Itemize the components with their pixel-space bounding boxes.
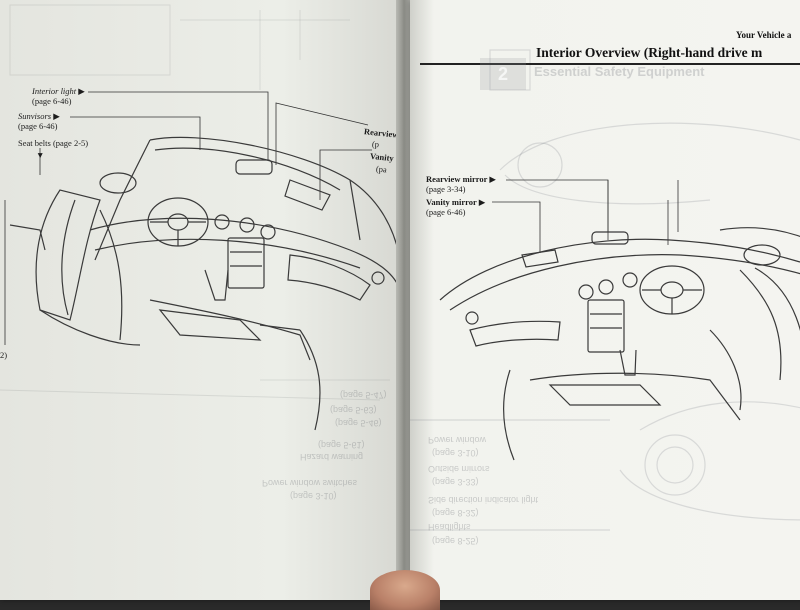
book-gutter: [396, 0, 414, 600]
ghost-text: Side direction indicator light: [428, 495, 539, 505]
ghost-text: (page 8-25): [432, 536, 479, 546]
page-title: Interior Overview (Right-hand drive m: [536, 45, 763, 60]
ghost-text: (page 3-10): [432, 448, 479, 458]
ghost-text: Outside mirrors: [428, 464, 490, 474]
left-interior-illustration: [0, 4, 401, 431]
label-sunvisors: Sunvisors ▶: [18, 111, 60, 121]
label-vanity-mirror-page: (page 6-46): [426, 207, 466, 217]
label-rearview-mirror: Rearview mirror ▶: [426, 174, 496, 184]
ghost-text: Hazard warning: [300, 452, 364, 462]
ghost-text: (page 3-33): [432, 477, 479, 487]
label-interior-light: Interior light ▶: [32, 86, 85, 96]
ghost-text: (page 5-61): [318, 440, 365, 450]
ghost-text: (page 5-47): [340, 390, 387, 400]
ghost-text: (page 3-10): [290, 491, 337, 501]
bleed-through-heading: Essential Safety Equipment: [534, 64, 705, 79]
right-page: Your Vehicle a Interior Overview (Right-…: [410, 0, 800, 600]
label-rearview-page-partial: (p: [371, 138, 380, 150]
ghost-text: Headlights: [428, 522, 471, 532]
ghost-text: (page 5-63): [330, 405, 377, 415]
ghost-text: (page 8-32): [432, 508, 479, 518]
label-rearview-mirror-page: (page 3-34): [426, 184, 466, 194]
seat-belts-arrow-icon: ▼: [36, 150, 45, 160]
page-header: Your Vehicle a: [736, 30, 792, 40]
chapter-number-badge: 2: [480, 58, 526, 90]
left-page: Interior light ▶ (page 6-46) Sunvisors ▶…: [0, 0, 402, 600]
label-vanity-mirror: Vanity mirror ▶: [426, 197, 486, 207]
label-seat-belts: Seat belts (page 2-5): [18, 138, 89, 148]
label-edge-mark: 2): [0, 350, 8, 360]
title-rule: [420, 63, 800, 65]
ghost-text: Power window switches: [262, 478, 358, 488]
label-interior-light-page: (page 6-46): [32, 96, 72, 106]
ghost-text: Power window: [428, 435, 487, 445]
thumb: [370, 570, 440, 610]
ghost-text: (page 5-46): [335, 418, 382, 428]
label-vanity-page-partial: (pa: [375, 163, 388, 175]
right-interior-illustration: [410, 49, 800, 531]
label-sunvisors-page: (page 6-46): [18, 121, 58, 131]
